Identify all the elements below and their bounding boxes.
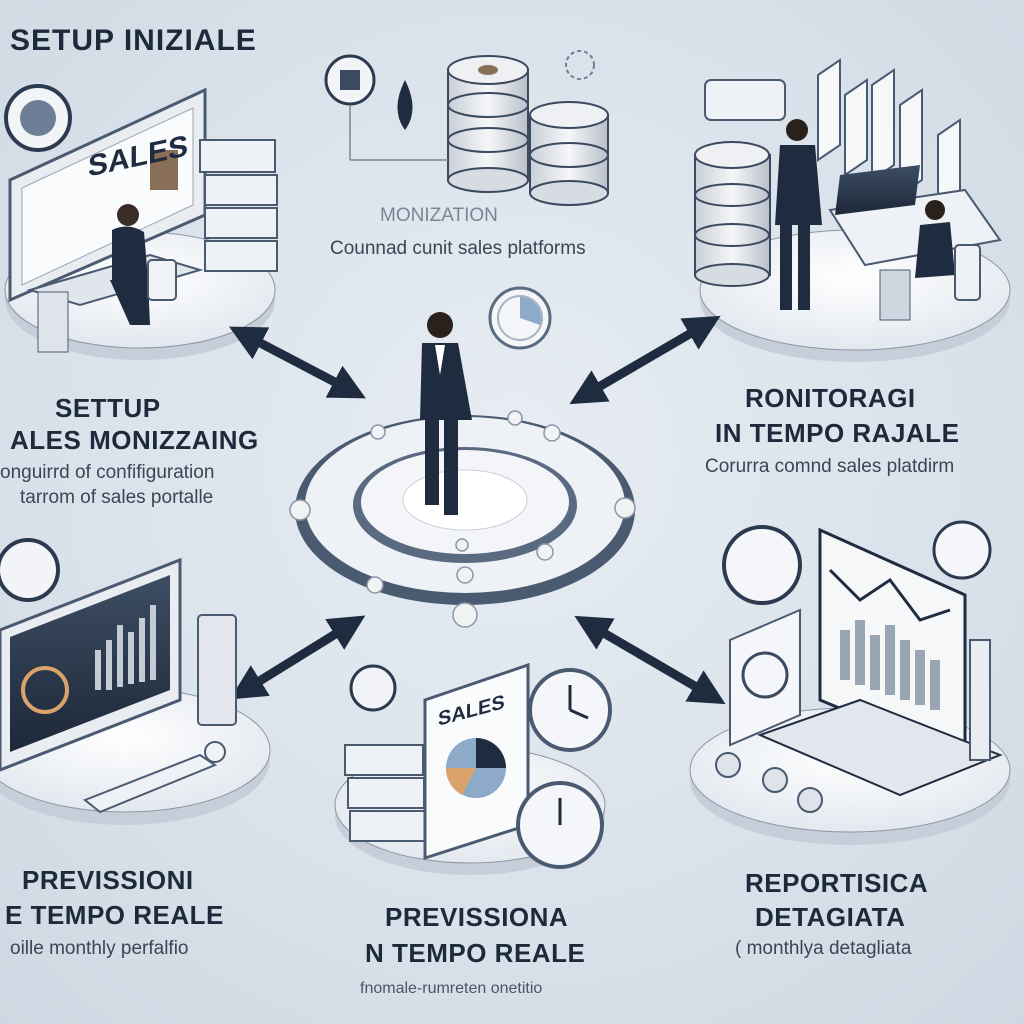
arrow-icon (229, 326, 366, 399)
monitoring-desc: Corurra comnd sales platdirm (705, 456, 955, 477)
forecast-left-desc: oille monthly perfalfio (10, 938, 189, 959)
forecast-center-desc: fnomale-rumreten onetitio (360, 980, 543, 997)
monitor-icon (0, 557, 182, 772)
arrow-icon (229, 615, 366, 700)
monitoring-title-line1: RONITORAGI (745, 383, 916, 413)
setup-title-line2: ALES MONIZZAING (10, 425, 259, 455)
database-icon (529, 101, 609, 206)
connector-arrows (229, 315, 726, 705)
reporting-desc: ( monthlya detagliata (735, 938, 912, 959)
monitoring-title-line2: IN TEMPO RAJALE (715, 418, 960, 448)
platform-setup (4, 84, 278, 360)
pie-chart-icon (488, 286, 552, 350)
forecast-center-title-line1: PREVISSIONA (385, 902, 569, 932)
platform-monitoring (694, 58, 1011, 362)
setup-title-line1: SETTUP (55, 393, 161, 423)
laptop-icon (757, 527, 1003, 797)
forecast-left-title-line1: PREVISSIONI (22, 865, 194, 895)
setup-desc-line2: tarrom of sales portalle (20, 487, 214, 508)
platform-forecast-left (0, 538, 271, 825)
arrow-icon (574, 615, 726, 705)
reporting-title-line1: REPORTISICA (745, 868, 929, 898)
platform-forecast-center (334, 662, 612, 875)
setup-desc-line1: onguirrd of confifiguration (0, 462, 215, 483)
database-cluster (324, 50, 609, 206)
top-subtitle: Counnad cunit sales platforms (330, 238, 586, 259)
platform-reporting (689, 520, 1011, 845)
arrow-icon (569, 315, 721, 405)
forecast-center-title-line2: N TEMPO REALE (365, 938, 586, 968)
reporting-title-line2: DETAGIATA (755, 902, 906, 932)
header-title: SETUP INIZIALE (10, 24, 257, 57)
top-caption: MONIZATION (380, 205, 498, 226)
clock-icon (528, 668, 612, 752)
forecast-left-title-line2: E TEMPO REALE (5, 900, 224, 930)
person-icon (420, 312, 472, 515)
central-hub (289, 286, 636, 628)
clock-icon (516, 781, 604, 869)
database-icon (447, 55, 529, 193)
